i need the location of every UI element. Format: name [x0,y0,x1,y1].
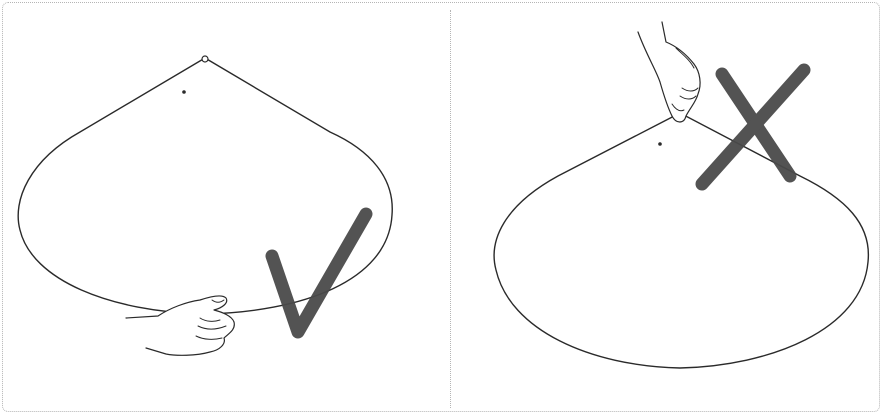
panel-incorrect [494,22,868,368]
check-mark [272,214,366,332]
center-dot-left [182,90,186,94]
panel-correct [18,56,392,355]
hand-holding-bottom-edge-icon [126,296,234,355]
hand-holding-top-point-icon [638,22,700,122]
x-mark [702,70,804,184]
teardrop-sheet-right [494,113,868,368]
center-dot-right [658,142,662,146]
hanging-loop-left [202,56,208,62]
